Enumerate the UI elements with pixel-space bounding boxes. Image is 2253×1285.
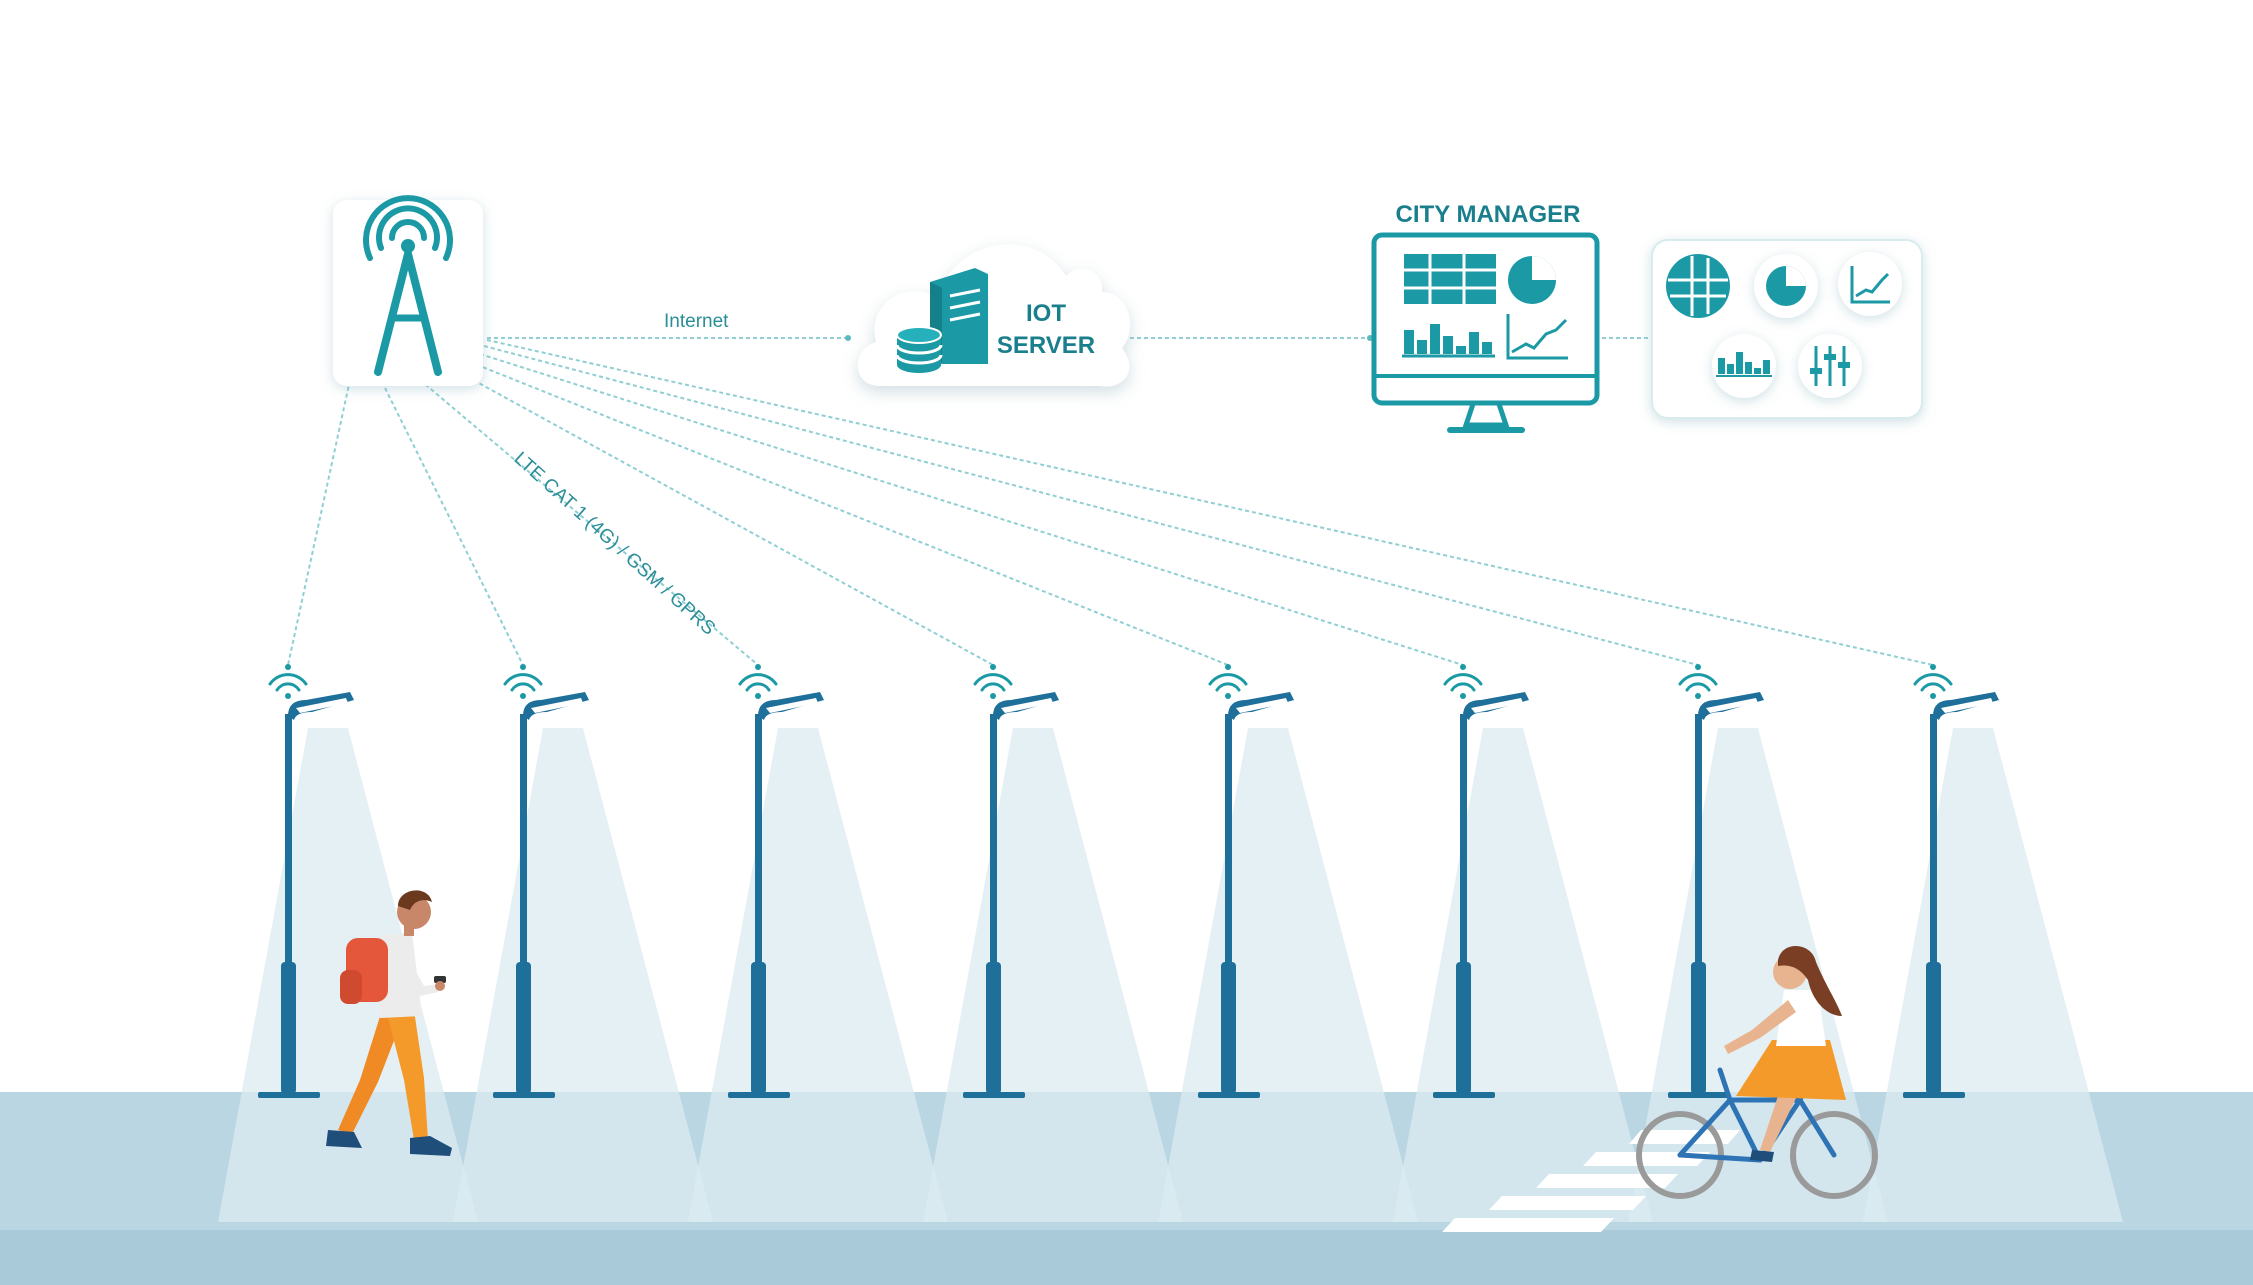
- streetlight-6: [1433, 664, 1529, 1098]
- server-database-icon: [895, 268, 988, 373]
- wireless-link: [483, 345, 1699, 666]
- line-chart-icon: [1838, 252, 1902, 316]
- wireless-link: [287, 379, 351, 666]
- pedestrian-figure: [326, 890, 452, 1156]
- wireless-link: [454, 369, 994, 666]
- dashboard-icons-card: [1651, 239, 1923, 419]
- bar-chart-icon: [1712, 334, 1776, 398]
- streetlight-4: [963, 664, 1059, 1098]
- server-label: SERVER: [997, 332, 1095, 359]
- city-manager-label: CITY MANAGER: [1396, 201, 1581, 228]
- cell-tower-card: [333, 195, 483, 386]
- wifi-icon: [1208, 664, 1248, 699]
- wifi-icon: [738, 664, 778, 699]
- wifi-icon: [1913, 664, 1953, 699]
- wireless-link: [479, 353, 1464, 666]
- light-beam: [453, 728, 713, 1222]
- pie-chart-icon: [1754, 254, 1818, 318]
- cell-tower-icon: [363, 195, 453, 376]
- wireless-link: [469, 361, 1229, 666]
- streetlight-7: [1668, 664, 1764, 1098]
- dashboard-monitor-icon: [1371, 232, 1600, 433]
- internet-label: Internet: [664, 311, 729, 332]
- wifi-icon: [1443, 664, 1483, 699]
- map-grid-icon: [1666, 254, 1730, 318]
- streetlight-5: [1198, 664, 1294, 1098]
- streetlights: [258, 664, 1999, 1098]
- streetlight-8: [1903, 664, 1999, 1098]
- light-beam: [1158, 728, 1418, 1222]
- ground-shade: [0, 1230, 2253, 1285]
- iot-server-cloud: IOT SERVER: [857, 244, 1131, 387]
- streetlight-2: [493, 664, 589, 1098]
- wifi-icon: [268, 664, 308, 699]
- wifi-icon: [503, 664, 543, 699]
- wifi-icon: [973, 664, 1013, 699]
- streetlight-3: [728, 664, 824, 1098]
- iot-label: IOT: [1026, 300, 1066, 327]
- cyclist-figure: [1636, 945, 1878, 1199]
- wireless-link: [384, 387, 524, 666]
- light-beam: [1863, 728, 2123, 1222]
- sliders-icon: [1798, 334, 1862, 398]
- light-beam: [1628, 728, 1888, 1222]
- lte-label: LTE CAT 1 (4G) / GSM / GPRS: [510, 448, 719, 640]
- streetlight-1: [258, 664, 354, 1098]
- light-beam: [1393, 728, 1653, 1222]
- light-beam: [923, 728, 1183, 1222]
- light-beam: [688, 728, 948, 1222]
- wireless-link: [486, 339, 1934, 666]
- wifi-icon: [1678, 664, 1718, 699]
- wireless-links: [287, 339, 1934, 666]
- wireless-link: [419, 379, 759, 666]
